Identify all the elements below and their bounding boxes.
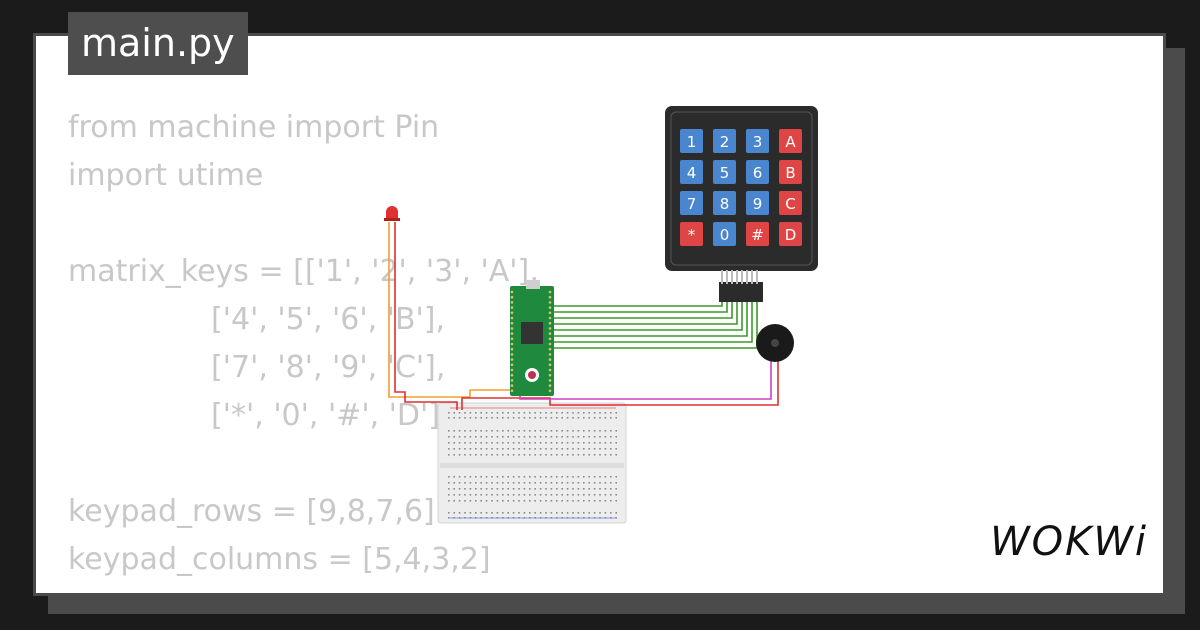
- svg-text:8: 8: [720, 195, 730, 213]
- keypad-wire: [552, 300, 738, 325]
- breadboard: [437, 402, 627, 524]
- keypad-key: 1: [680, 129, 703, 153]
- svg-text:0: 0: [720, 226, 730, 244]
- keypad-key: D: [779, 222, 802, 246]
- led-signal-wire: [388, 222, 512, 398]
- keypad-key: 9: [746, 191, 769, 215]
- svg-text:4: 4: [687, 164, 697, 182]
- svg-text:7: 7: [687, 195, 697, 213]
- keypad-key: #: [746, 222, 769, 246]
- piezo-buzzer: [756, 324, 794, 362]
- keypad-key: 2: [713, 129, 736, 153]
- file-tab[interactable]: main.py: [68, 12, 248, 75]
- keypad-key: B: [779, 160, 802, 184]
- keypad-key: 7: [680, 191, 703, 215]
- svg-text:D: D: [785, 226, 797, 244]
- keypad-wire: [552, 300, 743, 331]
- keypad-key: C: [779, 191, 802, 215]
- code-line: keypad_columns = [5,4,3,2]: [68, 542, 491, 577]
- code-snippet: from machine import Pin import utime matri…: [68, 104, 539, 584]
- keypad-wire: [552, 300, 733, 319]
- wires: [388, 222, 779, 410]
- keypad-key: 3: [746, 129, 769, 153]
- keypad-key: 4: [680, 160, 703, 184]
- keypad-key: 6: [746, 160, 769, 184]
- svg-text:2: 2: [720, 133, 730, 151]
- keypad-wire: [552, 300, 728, 313]
- buzzer-signal-wire: [519, 358, 772, 400]
- svg-text:9: 9: [753, 195, 763, 213]
- red-led: [384, 206, 400, 221]
- svg-text:1: 1: [687, 133, 697, 151]
- svg-text:3: 3: [753, 133, 763, 151]
- keypad-wire: [552, 300, 748, 337]
- svg-text:*: *: [688, 226, 696, 244]
- keypad-key: 8: [713, 191, 736, 215]
- svg-text:6: 6: [753, 164, 763, 182]
- raspberry-pi-pico: [510, 280, 554, 396]
- keypad-wire: [552, 300, 723, 307]
- led-ground-wire: [394, 222, 458, 410]
- keypad-key: A: [779, 129, 802, 153]
- keypad-key: 0: [713, 222, 736, 246]
- svg-text:5: 5: [720, 164, 730, 182]
- keypad-wire: [552, 300, 753, 343]
- buzzer-ground-wire: [461, 358, 779, 410]
- code-line: ['7', '8', '9', 'C'],: [68, 350, 446, 385]
- code-line: matrix_keys = [['1', '2', '3', 'A'],: [68, 254, 539, 289]
- membrane-keypad: 1 2 3 A 4 5 6 B 7 8 9 C * 0 # D: [665, 106, 818, 302]
- keypad-key: 5: [713, 160, 736, 184]
- code-line: import utime: [68, 158, 264, 193]
- wokwi-logo: WOKWi: [990, 519, 1148, 565]
- svg-text:A: A: [785, 133, 796, 151]
- code-line: keypad_rows = [9,8,7,6]: [68, 494, 435, 529]
- svg-text:B: B: [785, 164, 795, 182]
- svg-text:#: #: [751, 226, 764, 244]
- svg-text:C: C: [785, 195, 795, 213]
- keypad-key: *: [680, 222, 703, 246]
- code-line: from machine import Pin: [68, 110, 440, 145]
- code-line: ['4', '5', '6', 'B'],: [68, 302, 446, 337]
